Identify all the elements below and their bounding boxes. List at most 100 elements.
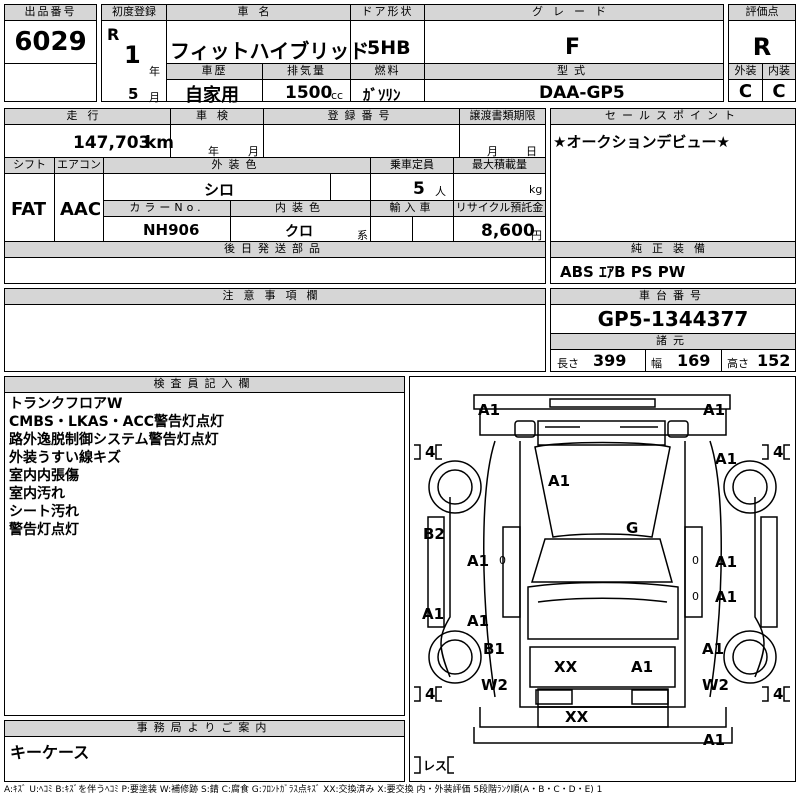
mark-right-a1-rear: A1 <box>702 640 725 658</box>
fuel-label: 燃料 <box>351 64 424 79</box>
inspector-box: 検査員記入欄 トランクフロアW CMBS・LKAS・ACC警告灯点灯 路外逸脱制… <box>4 376 405 716</box>
chassis-label: 車台番号 <box>551 289 795 304</box>
load-label: 最大積載量 <box>454 158 545 173</box>
office-label: 事務局よりご案内 <box>5 721 404 736</box>
length: 399 <box>593 351 627 370</box>
mark-left-b1: B1 <box>483 640 505 658</box>
plate-label: 登録番号 <box>264 109 459 124</box>
door-type: 5HB <box>367 37 411 59</box>
grade-label: グレード <box>425 5 723 20</box>
mark-bottom-a1: A1 <box>703 731 726 749</box>
mark-windshield: G <box>626 519 639 537</box>
office-box: 事務局よりご案内 キーケース <box>4 720 405 782</box>
sales-point-text: ★オークションデビュー★ <box>553 133 730 151</box>
car-outline <box>414 394 790 774</box>
inspection-month-unit: 月 <box>248 145 259 158</box>
width: 169 <box>677 351 711 370</box>
displacement: 1500 <box>285 83 333 103</box>
inspector-line: CMBS・LKAS・ACC警告灯点灯 <box>9 414 225 430</box>
era: R <box>107 25 120 44</box>
mark-left-b2: B2 <box>423 525 445 543</box>
mark-left-a1-mid: A1 <box>467 552 490 570</box>
sales-point-box: セールスポイント ★オークションデビュー★ 純正装備 ABS ｴｱB PS PW <box>550 108 796 284</box>
sales-point-label: セールスポイント <box>551 109 795 124</box>
tire-front-right: 4 <box>773 443 784 461</box>
inspector-label: 検査員記入欄 <box>5 377 404 392</box>
height: 152 <box>757 351 791 370</box>
inspector-notes: トランクフロアW CMBS・LKAS・ACC警告灯点灯 路外逸脱制御システム警告… <box>9 395 401 539</box>
lot-label: 出品番号 <box>5 5 96 20</box>
spare-tire-rest: レス <box>423 759 448 773</box>
ext-score: C <box>738 81 753 102</box>
later-parts-label: 後日発送部品 <box>5 242 545 257</box>
int-color: クロ <box>285 224 313 240</box>
score: R <box>752 33 772 61</box>
inspector-line: 室内汚れ <box>9 486 65 502</box>
int-color-label: 内装色 <box>231 201 370 216</box>
mark-right-a1-mid: A1 <box>715 553 738 571</box>
grade: F <box>565 35 581 60</box>
equipment-label: 純正装備 <box>551 242 795 257</box>
mark-right-a1-low: A1 <box>715 588 738 606</box>
mark-front-left: A1 <box>478 401 501 419</box>
vehicle-details-box: 走行 車検 登録番号 譲渡書類期限 147,703 km 年 月 月 日 シフト… <box>4 108 546 284</box>
length-label: 長さ <box>557 357 579 370</box>
recycle-label: リサイクル預託金 <box>454 201 545 216</box>
mileage-label: 走行 <box>5 109 170 124</box>
office-text: キーケース <box>10 743 90 762</box>
tire-front-left: 4 <box>425 443 436 461</box>
ext-label: 外装 <box>729 64 762 79</box>
history: 自家用 <box>185 85 239 106</box>
notes-label: 注意事項欄 <box>5 289 545 304</box>
color-no-label: カラーNo. <box>104 201 230 216</box>
legend: A:ｷｽﾞ U:ﾍｺﾐ B:ｷｽﾞを伴うﾍｺﾐ P:要塗装 W:補修跡 S:錆 … <box>4 785 603 795</box>
mark-left-a1-low2: A1 <box>467 612 490 630</box>
car-name-label: 車名 <box>167 5 350 20</box>
registration-year: 1 <box>124 41 141 69</box>
score-label: 評価点 <box>729 5 795 20</box>
inspector-line: 警告灯点灯 <box>9 522 79 538</box>
door-label: ドア形状 <box>351 5 424 20</box>
mileage: 147,703 <box>73 133 151 153</box>
history-label: 車歴 <box>167 64 262 79</box>
mark-right-w2: W2 <box>702 676 729 694</box>
shift-label: シフト <box>5 158 54 173</box>
mileage-unit: km <box>145 133 175 153</box>
mark-left-w2: W2 <box>481 676 508 694</box>
inspector-line: トランクフロアW <box>9 396 123 412</box>
damage-diagram: A1 A1 A1 A1 G B2 A1 0 0 A1 A1 A1 0 A1 B1… <box>409 376 796 782</box>
car-info-box: 車名 ドア形状 グレード フィットハイブリッド 5HB F 車歴 排気量 燃料 … <box>166 4 724 106</box>
shift: FAT <box>11 199 47 220</box>
body-color: シロ <box>204 181 235 199</box>
tire-rear-left: 4 <box>425 685 436 703</box>
color-no: NH906 <box>143 221 200 239</box>
mark-front-right: A1 <box>703 401 726 419</box>
model: DAA-GP5 <box>539 83 625 103</box>
int-score: C <box>772 81 786 102</box>
month-unit: 月 <box>149 91 160 104</box>
year-unit: 年 <box>149 65 160 78</box>
transfer-month-unit: 月 <box>487 145 498 158</box>
recycle: 8,600 <box>481 221 535 241</box>
lot-number: 6029 <box>14 27 87 57</box>
transfer-label: 譲渡書類期限 <box>460 109 545 124</box>
import-label: 輸入車 <box>371 201 453 216</box>
mark-zero-right-low: 0 <box>692 590 699 603</box>
equipment-text: ABS ｴｱB PS PW <box>560 263 686 281</box>
notes-box: 注意事項欄 <box>4 288 546 372</box>
int-color-unit: 系 <box>357 229 368 242</box>
inspector-line: 路外逸脱制御システム警告灯点灯 <box>9 432 219 448</box>
displacement-unit: cc <box>331 89 344 102</box>
registration-label: 初度登録 <box>102 5 166 20</box>
load-unit: kg <box>529 183 543 196</box>
mark-right-top: A1 <box>715 450 738 468</box>
int-label: 内装 <box>763 64 795 79</box>
capacity: 5 <box>413 179 425 199</box>
mark-bumper-xx: XX <box>565 708 589 726</box>
width-label: 幅 <box>651 357 662 370</box>
recycle-unit: 円 <box>531 229 542 242</box>
color-label: 外装色 <box>104 158 370 173</box>
mark-zero-right: 0 <box>692 554 699 567</box>
height-label: 高さ <box>727 357 749 370</box>
mark-rear-xx: XX <box>554 658 578 676</box>
